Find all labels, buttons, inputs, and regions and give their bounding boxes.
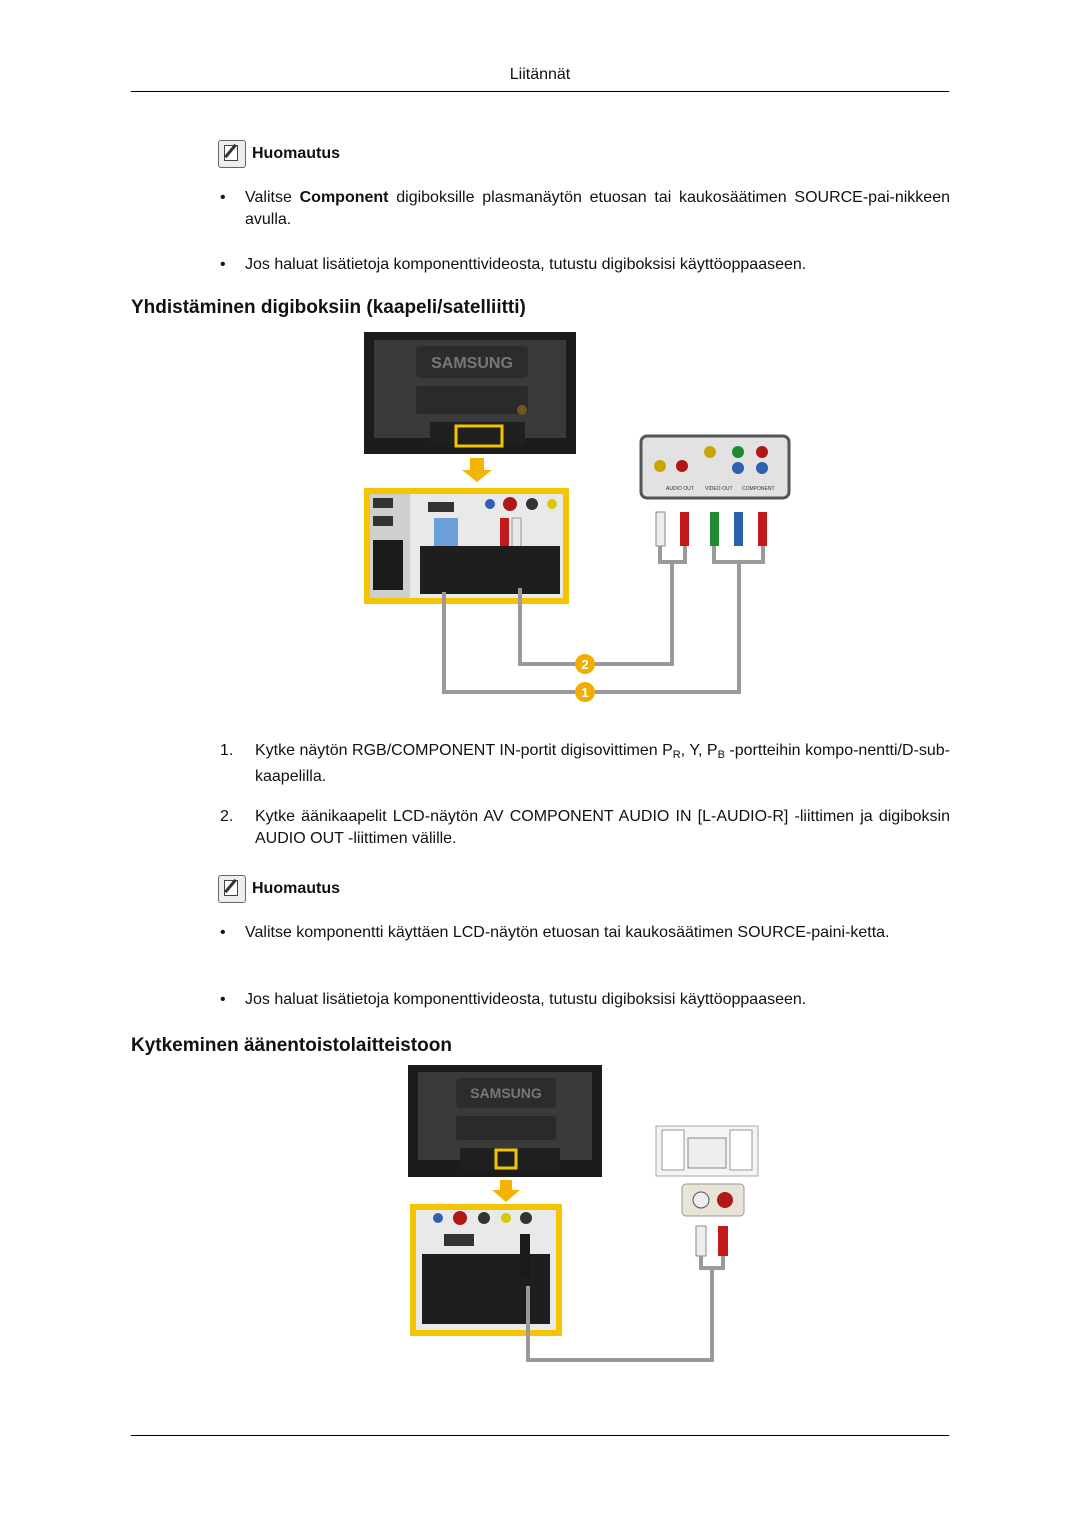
step-badge-label: 2 [581, 657, 588, 672]
page-header-title: Liitännät [509, 66, 571, 83]
note-bullet: • Jos haluat lisätietoja komponenttivide… [220, 989, 950, 1011]
down-arrow-icon [462, 458, 492, 482]
set-top-box-panel: AUDIO OUT VIDEO OUT COMPONENT [639, 434, 791, 500]
bullet-dot: • [220, 189, 226, 206]
note-bullet: • Valitse komponentti käyttäen LCD-näytö… [220, 922, 950, 944]
bullet-dot: • [220, 924, 226, 941]
note-heading: Huomautus [218, 139, 340, 169]
monitor-brand: SAMSUNG [431, 355, 513, 372]
note-bullet: • Jos haluat lisätietoja komponenttivide… [220, 254, 950, 276]
audio-cable [526, 1256, 725, 1362]
step-badge [575, 654, 595, 674]
step-text: Kytke äänikaapelit LCD-näytön AV COMPONE… [255, 808, 950, 847]
note-label: Huomautus [252, 145, 340, 162]
note-text: Jos haluat lisätietoja komponenttivideos… [245, 991, 807, 1008]
bullet-dot: • [220, 256, 226, 273]
step-text: Kytke näytön RGB/COMPONENT IN-portit dig… [255, 742, 673, 759]
step-number: 2. [220, 808, 234, 825]
note-text: Valitse komponentti käyttäen LCD-näytön … [245, 924, 890, 941]
note-icon [218, 140, 246, 168]
input-panel-image [364, 488, 569, 604]
audio-input-panel [681, 1183, 745, 1217]
note-text: Valitse [245, 189, 300, 206]
audio-system-image [655, 1125, 759, 1177]
stb-label: COMPONENT [742, 486, 775, 492]
input-panel-image [410, 1204, 562, 1336]
note-label: Huomautus [252, 880, 340, 897]
step-subscript: R [672, 749, 681, 761]
step-subscript: B [717, 749, 725, 761]
note-text: digiboksille plasmanäytön etuosan tai ka… [245, 189, 951, 228]
section-title: Kytkeminen äänentoistolaitteistoon [131, 1035, 452, 1056]
section-title: Yhdistäminen digiboksiin (kaapeli/satell… [131, 297, 526, 318]
note-bullet: • Valitse Component digiboksille plasman… [220, 187, 950, 231]
note-text: Jos haluat lisätietoja komponenttivideos… [245, 256, 807, 273]
stb-label: AUDIO OUT [666, 486, 694, 492]
down-arrow-icon [492, 1180, 520, 1202]
bullet-dot: • [220, 991, 226, 1008]
step-number: 1. [220, 742, 234, 759]
step-badge-label: 1 [581, 685, 588, 700]
stb-connection-figure: SAMSUNG AUDIO OUT VIDEO OUT C [364, 332, 791, 702]
stb-label: VIDEO OUT [705, 486, 733, 492]
step-text: , Y, P [680, 742, 718, 759]
note-icon [218, 875, 246, 903]
audio-system-figure: SAMSUNG [408, 1065, 759, 1362]
step-item: 1. Kytke näytön RGB/COMPONENT IN-portit … [220, 740, 950, 788]
rca-plugs [655, 511, 767, 547]
header-rule [131, 91, 949, 92]
footer-rule [131, 1435, 949, 1436]
monitor-back-image: SAMSUNG [364, 332, 576, 454]
monitor-brand: SAMSUNG [470, 1085, 542, 1101]
monitor-back-image: SAMSUNG [408, 1065, 602, 1177]
step-badge [575, 682, 595, 702]
note-heading: Huomautus [218, 874, 340, 904]
note-text-bold: Component [299, 189, 389, 206]
step-text: -portteihin kompo-nentti/D-sub-kaapelill… [255, 742, 951, 785]
step-item: 2. Kytke äänikaapelit LCD-näytön AV COMP… [220, 806, 950, 850]
rca-plug-red [718, 1226, 728, 1256]
rca-plug-white [695, 1225, 707, 1257]
